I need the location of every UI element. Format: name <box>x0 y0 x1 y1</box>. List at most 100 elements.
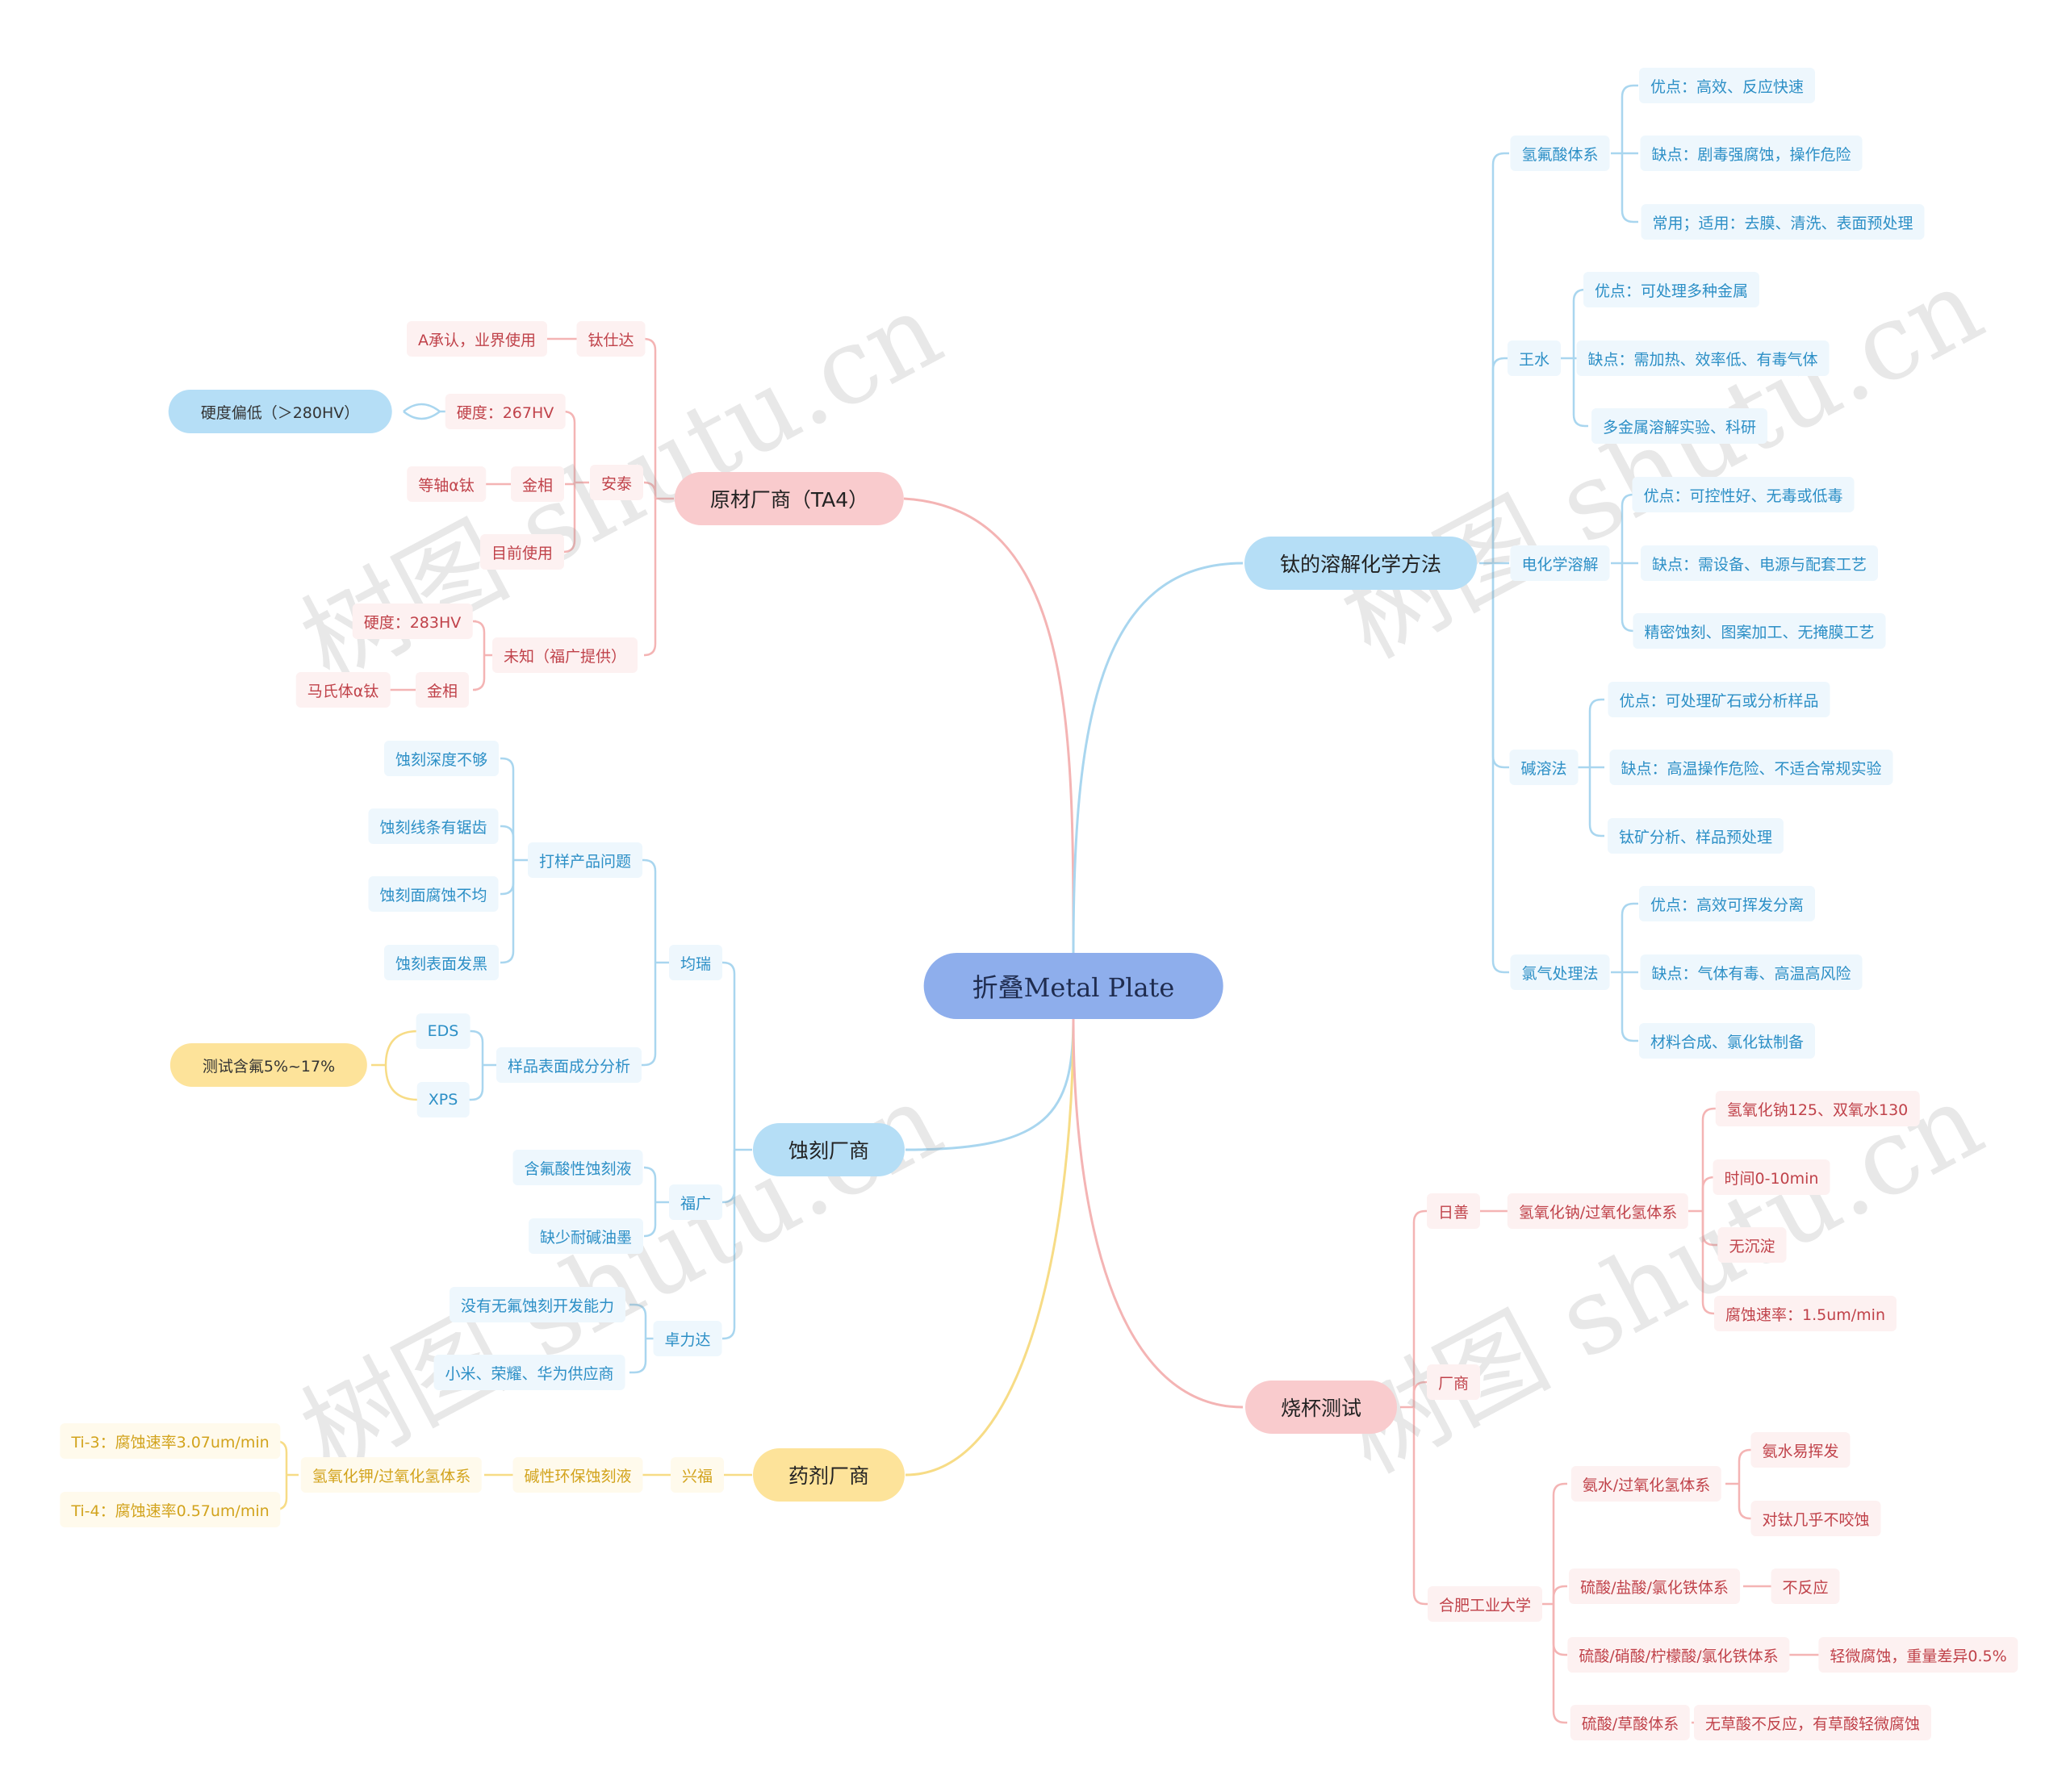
connector-line <box>643 337 657 499</box>
node-acid-system[interactable]: 硫酸/硝酸/柠檬酸/氯化铁体系 <box>1567 1637 1790 1673</box>
root-topic[interactable]: 折叠Metal Plate <box>923 953 1223 1019</box>
node-fluorine-result[interactable]: 测试含氟5%~17% <box>169 1043 368 1087</box>
node-method-item[interactable]: 缺点：需加热、效率低、有毒气体 <box>1576 340 1830 376</box>
branch-etch[interactable]: 蚀刻厂商 <box>752 1123 905 1176</box>
node-method-item[interactable]: 优点：高效可挥发分离 <box>1638 886 1816 921</box>
node-hefei[interactable]: 合肥工业大学 <box>1427 1586 1543 1622</box>
node-unknown-metallo-value[interactable]: 马氏体α钛 <box>295 672 391 708</box>
node-acid-result[interactable]: 不反应 <box>1771 1569 1840 1604</box>
node-unknown[interactable]: 未知（福广提供） <box>491 637 638 673</box>
node-antai-metallo-value[interactable]: 等轴α钛 <box>407 466 486 502</box>
node-antai[interactable]: 安泰 <box>589 465 644 500</box>
node-problems[interactable]: 打样产品问题 <box>527 842 643 878</box>
node-fuguang-item[interactable]: 含氟酸性蚀刻液 <box>512 1150 643 1185</box>
node-method[interactable]: 氢氟酸体系 <box>1510 136 1610 171</box>
node-rishan-item[interactable]: 氢氧化钠125、双氧水130 <box>1715 1091 1920 1126</box>
branch-raw-material[interactable]: 原材厂商（TA4） <box>674 472 905 525</box>
connector-line <box>1738 1484 1753 1520</box>
connector-line <box>629 1303 647 1339</box>
node-koh-system[interactable]: 氢氧化钾/过氧化氢体系 <box>300 1457 483 1493</box>
node-zhuolida-item[interactable]: 没有无氟蚀刻开发能力 <box>449 1287 626 1322</box>
node-zhuolida[interactable]: 卓力达 <box>653 1321 722 1356</box>
node-junrui[interactable]: 均瑞 <box>668 945 723 980</box>
connector-line <box>643 499 657 657</box>
node-method-item[interactable]: 缺点：高温操作危险、不适合常规实验 <box>1609 750 1893 785</box>
node-unknown-metallo[interactable]: 金相 <box>415 672 470 708</box>
node-ti-result[interactable]: Ti-4：腐蚀速率0.57um/min <box>60 1492 281 1527</box>
node-acid-system[interactable]: 硫酸/草酸体系 <box>1570 1705 1691 1740</box>
node-problem-item[interactable]: 蚀刻表面发黑 <box>383 945 500 980</box>
node-method-item[interactable]: 优点：可控性好、无毒或低毒 <box>1632 477 1855 512</box>
node-method-item[interactable]: 常用；适用：去膜、清洗、表面预处理 <box>1641 204 1925 240</box>
connector-line <box>722 1150 736 1340</box>
node-tsd-note[interactable]: A承认，业界使用 <box>407 321 547 357</box>
node-acid-system[interactable]: 硫酸/盐酸/氯化铁体系 <box>1569 1569 1740 1604</box>
node-method[interactable]: 电化学溶解 <box>1510 545 1610 581</box>
connector-line <box>1552 1604 1567 1656</box>
node-method[interactable]: 王水 <box>1507 340 1562 376</box>
node-method[interactable]: 氯气处理法 <box>1510 954 1610 990</box>
node-unknown-hardness[interactable]: 硬度：283HV <box>352 604 473 639</box>
node-rishan-item[interactable]: 腐蚀速率：1.5um/min <box>1714 1296 1897 1331</box>
node-acid-result[interactable]: 轻微腐蚀，重量差异0.5% <box>1818 1637 2018 1673</box>
node-rishan-item[interactable]: 无沉淀 <box>1717 1227 1787 1263</box>
node-method-item[interactable]: 缺点：剧毒强腐蚀，操作危险 <box>1640 136 1863 171</box>
branch-agent[interactable]: 药剂厂商 <box>752 1448 905 1502</box>
node-method-item[interactable]: 优点：高效、反应快速 <box>1638 68 1816 103</box>
connector-line <box>1572 358 1588 428</box>
connector-line <box>1552 1482 1567 1604</box>
node-antai-hardness[interactable]: 硬度：267HV <box>445 394 566 429</box>
connector-line <box>1491 357 1509 563</box>
node-analysis[interactable]: 样品表面成分分析 <box>496 1047 642 1083</box>
connector-line <box>384 1030 419 1101</box>
node-xingfu[interactable]: 兴福 <box>670 1457 725 1493</box>
node-fuguang[interactable]: 福广 <box>668 1184 723 1220</box>
node-fuguang-item[interactable]: 缺少耐碱油墨 <box>528 1218 644 1254</box>
node-rishan[interactable]: 日善 <box>1426 1193 1481 1229</box>
connector-line <box>722 1150 736 1204</box>
connector-line <box>1588 698 1604 767</box>
connector-line <box>403 403 441 412</box>
node-ammonia-item[interactable]: 对钛几乎不咬蚀 <box>1750 1501 1881 1536</box>
branch-chem-methods[interactable]: 钛的溶解化学方法 <box>1244 537 1478 590</box>
node-problem-item[interactable]: 蚀刻面腐蚀不均 <box>368 876 499 912</box>
node-method-item[interactable]: 缺点：需设备、电源与配套工艺 <box>1640 545 1879 581</box>
node-method-item[interactable]: 优点：可处理多种金属 <box>1583 272 1760 307</box>
node-tsd[interactable]: 钛仕达 <box>576 321 646 357</box>
connector-line <box>500 860 515 896</box>
connector-line <box>643 481 657 499</box>
node-ti-result[interactable]: Ti-3：腐蚀速率3.07um/min <box>60 1423 281 1459</box>
node-xps[interactable]: XPS <box>416 1082 470 1117</box>
node-antai-current[interactable]: 目前使用 <box>479 534 565 570</box>
node-zhuolida-item[interactable]: 小米、荣耀、华为供应商 <box>433 1355 625 1390</box>
node-problem-item[interactable]: 蚀刻深度不够 <box>383 741 500 776</box>
connector-line <box>1491 563 1509 769</box>
connector-line <box>468 1030 484 1065</box>
node-eds[interactable]: EDS <box>416 1013 470 1049</box>
node-hardness-low[interactable]: 硬度偏低（＞280HV） <box>168 390 392 433</box>
node-ammonia-system[interactable]: 氨水/过氧化氢体系 <box>1570 1466 1722 1502</box>
node-problem-item[interactable]: 蚀刻线条有锯齿 <box>368 808 499 844</box>
connector-line <box>1621 902 1638 972</box>
node-method-item[interactable]: 多金属溶解实验、科研 <box>1591 408 1768 444</box>
connector-line <box>565 482 576 486</box>
connector-line <box>403 411 441 420</box>
connector-line <box>500 860 515 964</box>
branch-beaker-test[interactable]: 烧杯测试 <box>1244 1381 1398 1434</box>
node-method-item[interactable]: 优点：可处理矿石或分析样品 <box>1608 682 1830 717</box>
node-method-item[interactable]: 材料合成、氯化钛制备 <box>1638 1023 1816 1059</box>
node-method-item[interactable]: 缺点：气体有毒、高温高风险 <box>1640 954 1863 990</box>
connector-line <box>1588 767 1604 838</box>
connector-line <box>643 1166 657 1202</box>
node-naoh-system[interactable]: 氢氧化钠/过氧化氢体系 <box>1507 1193 1689 1229</box>
node-method[interactable]: 碱溶法 <box>1509 750 1579 785</box>
node-acid-result[interactable]: 无草酸不反应，有草酸轻微腐蚀 <box>1693 1705 1932 1740</box>
node-alkaline-liquid[interactable]: 碱性环保蚀刻液 <box>512 1457 643 1493</box>
node-antai-metallo[interactable]: 金相 <box>510 466 565 502</box>
node-vendor[interactable]: 厂商 <box>1426 1364 1481 1400</box>
connector-line <box>1701 1211 1717 1247</box>
node-rishan-item[interactable]: 时间0-10min <box>1713 1159 1830 1195</box>
node-method-item[interactable]: 钛矿分析、样品预处理 <box>1607 818 1784 854</box>
node-ammonia-item[interactable]: 氨水易挥发 <box>1750 1432 1851 1468</box>
node-method-item[interactable]: 精密蚀刻、图案加工、无掩膜工艺 <box>1633 613 1886 649</box>
